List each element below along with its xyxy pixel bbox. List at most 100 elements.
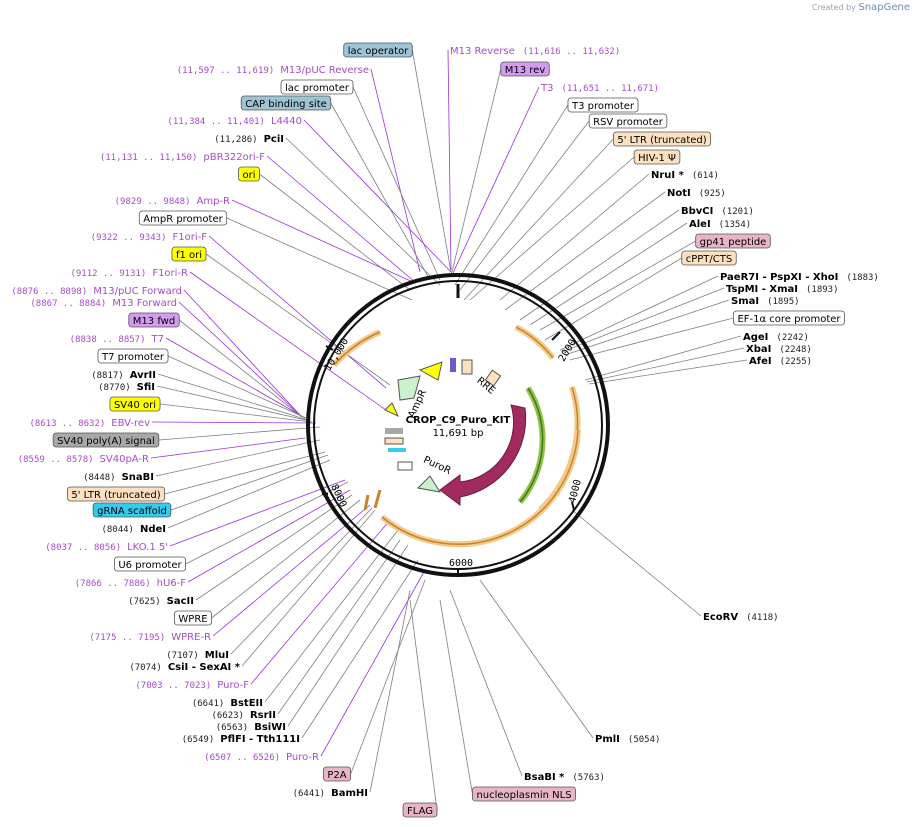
svg-text:AmpR promoter: AmpR promoter [143,214,223,225]
label-sacii: SacII (7625) [128,596,194,607]
svg-text:PciI: PciI [264,134,284,145]
svg-text:pBR322ori-F: pBR322ori-F [203,152,265,163]
svg-text:(8817): (8817) [91,371,124,381]
label-gp41-peptide: gp41 peptide [695,233,771,249]
label-paer7i-pspxi-xhoi: PaeR7I - PspXI - XhoI(1883) [720,272,879,283]
svg-text:Puro-F: Puro-F [217,680,249,691]
label-bsabi: BsaBI *(5763) [524,772,605,783]
svg-text:M13 fwd: M13 fwd [133,316,175,327]
svg-text:BsiWI: BsiWI [254,722,286,733]
label-snabi: SnaBI(8448) [83,472,154,483]
feature-block-1 [450,358,456,372]
svg-text:(614): (614) [692,171,719,181]
label-wpre: WPRE [174,610,212,626]
feature-block-2 [461,359,473,375]
label-puro-r: Puro-R(6507 .. 6526) [204,752,319,763]
svg-text:(5054): (5054) [628,735,661,745]
svg-text:(8770): (8770) [98,383,131,393]
svg-text:(1893): (1893) [806,285,839,295]
label-csii-sexai: CsiI - SexAI *(7074) [129,662,240,673]
svg-text:hU6-F: hU6-F [157,578,187,589]
svg-text:CAP binding site: CAP binding site [245,99,327,110]
label-nrui: NruI * (614) [651,170,719,181]
svg-text:M13 rev: M13 rev [505,65,546,76]
svg-text:cPPT/CTS: cPPT/CTS [686,254,732,265]
svg-text:(1895): (1895) [767,297,800,307]
svg-text:NruI *: NruI * [651,170,685,181]
label-rsv-promoter: RSV promoter [588,113,668,129]
feature-block-4 [385,428,403,434]
label-p2a: P2A [322,766,352,782]
label-alei: AleI(1354) [689,219,751,230]
label-l4440: L4440(11,384 .. 11,401) [167,116,302,127]
feature-block-5 [384,437,404,445]
label-u6-promoter: U6 promoter [113,556,187,572]
svg-text:HIV-1 Ψ: HIV-1 Ψ [638,153,676,164]
svg-text:nucleoplasmin NLS: nucleoplasmin NLS [476,790,571,801]
svg-text:BbvCI: BbvCI [681,206,713,217]
svg-text:(6441): (6441) [293,789,326,799]
leader-lines [150,49,748,811]
label-grna-scaffold: gRNA scaffold [92,502,172,518]
label-m13-fwd: M13 fwd [128,312,180,328]
svg-text:L4440: L4440 [271,116,302,127]
arc-orange-1 [514,324,556,360]
svg-text:F1ori-F: F1ori-F [173,232,208,243]
svg-text:(4118): (4118) [746,613,779,623]
svg-text:WPRE-R: WPRE-R [171,632,211,643]
svg-text:gRNA scaffold: gRNA scaffold [97,506,167,517]
feature-block-3 [484,369,502,387]
label-cppt-cts: cPPT/CTS [681,250,737,266]
label-avrii: AvrII(8817) [91,370,156,381]
snapgene-watermark: Created by SnapGene [812,2,910,13]
label-mlui: MluI(7107) [166,650,229,661]
label-sfii: SfiI(8770) [98,382,155,393]
puror-arrow [416,475,442,493]
svg-text:XbaI: XbaI [746,344,771,355]
label-ebv-rev: EBV-rev(8613 .. 8632) [29,418,150,429]
svg-text:Puro-R: Puro-R [286,752,319,763]
svg-text:lac promoter: lac promoter [285,83,350,94]
label-bamhi: BamHI(6441) [293,788,368,799]
label-m13-rev: M13 rev [500,61,550,77]
svg-text:(8876 .. 8898): (8876 .. 8898) [11,287,87,297]
label-sv40-ori: SV40 ori [109,396,161,412]
label-agei: AgeI(2242) [743,332,809,343]
svg-text:Amp-R: Amp-R [197,196,231,207]
svg-text:(8037 .. 8056): (8037 .. 8056) [45,543,121,553]
svg-text:(6641): (6641) [192,699,225,709]
svg-text:EBV-rev: EBV-rev [111,418,150,429]
svg-text:RsrII: RsrII [250,710,276,721]
svg-text:(2242): (2242) [776,333,809,343]
label-amp-r: Amp-R(9829 .. 9848) [115,196,230,207]
label-f1ori-r: F1ori-R(9112 .. 9131) [70,268,188,279]
svg-text:WPRE: WPRE [178,614,207,625]
svg-text:PflFI - Tth111I: PflFI - Tth111I [220,734,300,745]
svg-text:NdeI: NdeI [140,524,166,535]
svg-text:(6563): (6563) [216,723,249,733]
ampr-arrow [397,375,421,401]
label-m13-puc-reverse: M13/pUC Reverse(11,597 .. 11,619) [177,65,369,76]
label-lac-operator: lac operator [343,42,413,58]
label-flag: FLAG [402,802,438,818]
svg-text:(7175 .. 7195): (7175 .. 7195) [89,633,165,643]
svg-text:(6623): (6623) [211,711,244,721]
svg-text:MluI: MluI [205,650,229,661]
svg-text:F1ori-R: F1ori-R [152,268,188,279]
svg-text:(9322 .. 9343): (9322 .. 9343) [91,233,167,243]
label-ndei: NdeI(8044) [101,524,166,535]
label-nucleoplasmin-nls: nucleoplasmin NLS [472,786,576,802]
svg-text:(7625): (7625) [128,597,161,607]
svg-text:M13/pUC Forward: M13/pUC Forward [93,286,182,297]
label-ef-1-core-promoter: EF-1α core promoter [733,310,845,326]
label-noti: NotI(925) [667,188,726,199]
label-bsteii: BstEII(6641) [192,698,263,709]
svg-text:PmlI: PmlI [595,734,620,745]
svg-text:RSV promoter: RSV promoter [593,117,664,128]
svg-text:(8559 .. 8578): (8559 .. 8578) [18,455,94,465]
svg-text:T3: T3 [540,83,553,94]
label-ampr-promoter: AmpR promoter [138,210,228,226]
label-t7: T7(8838 .. 8857) [70,334,164,345]
svg-text:SacII: SacII [167,596,194,607]
